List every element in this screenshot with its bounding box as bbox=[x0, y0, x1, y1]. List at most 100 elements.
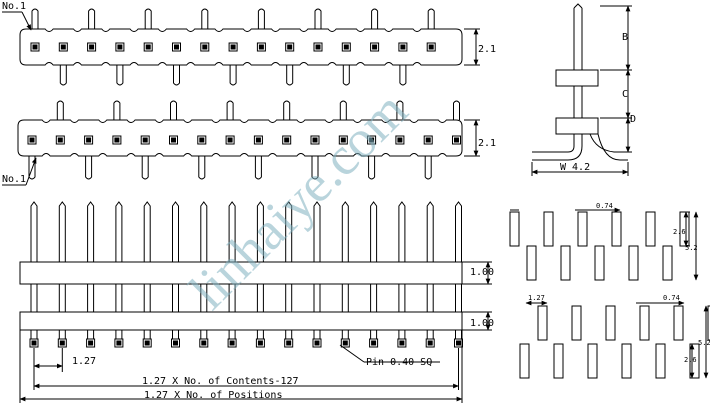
contents-formula: 1.27 X No. of Contents-127 bbox=[142, 376, 299, 387]
pin-outline bbox=[55, 135, 65, 145]
front-pin-mid bbox=[30, 284, 38, 312]
pin-outline bbox=[282, 135, 292, 145]
insulator-lower bbox=[19, 311, 463, 331]
front-pin-mid bbox=[426, 284, 434, 312]
front-pin-square bbox=[425, 338, 435, 348]
pin-core bbox=[287, 44, 293, 50]
front-pin-core bbox=[257, 340, 263, 346]
front-pin-mid bbox=[313, 284, 321, 312]
pin-core bbox=[60, 44, 66, 50]
pin-stub bbox=[399, 65, 407, 86]
pad bbox=[639, 305, 650, 341]
front-pin-mid bbox=[115, 284, 123, 312]
front-pin-core bbox=[201, 340, 207, 346]
pin-core bbox=[397, 137, 403, 143]
pin-core bbox=[454, 137, 459, 143]
front-pin-top bbox=[228, 201, 236, 262]
pin-outline bbox=[58, 42, 68, 52]
pin-core bbox=[369, 137, 375, 143]
front-pin-top bbox=[313, 201, 321, 262]
pin-stub bbox=[311, 156, 319, 180]
pad bbox=[662, 245, 673, 281]
pin-spec-label: Pin 0.40 SQ bbox=[366, 357, 432, 368]
pin-stub bbox=[286, 65, 294, 86]
front-pin-mid bbox=[172, 284, 179, 312]
pin-outline bbox=[341, 42, 351, 52]
pad bbox=[605, 305, 616, 341]
insulator-upper bbox=[19, 261, 463, 285]
pin-core bbox=[400, 44, 406, 50]
front-pin-core bbox=[59, 340, 65, 346]
pad-2-6-bottom: 2.6 bbox=[684, 356, 697, 364]
pad bbox=[673, 305, 684, 341]
pin-stub bbox=[453, 100, 460, 120]
front-pin-top bbox=[172, 201, 179, 262]
pin-core bbox=[142, 137, 148, 143]
pin-core bbox=[230, 44, 236, 50]
pin-core bbox=[255, 137, 261, 143]
pad bbox=[645, 211, 656, 247]
pin-stub bbox=[173, 65, 180, 86]
front-pin-mid bbox=[200, 284, 208, 312]
pin-core bbox=[32, 44, 38, 50]
pin-stub bbox=[198, 156, 206, 180]
pin-core bbox=[145, 44, 151, 50]
pin-outline bbox=[370, 42, 380, 52]
pin-core bbox=[428, 44, 434, 50]
pad bbox=[577, 211, 588, 247]
pad bbox=[587, 343, 598, 379]
pin-core bbox=[199, 137, 205, 143]
front-pin-top bbox=[370, 201, 378, 262]
pin-stub bbox=[116, 65, 124, 86]
front-pin-core bbox=[371, 340, 377, 346]
pin-stub bbox=[254, 156, 262, 180]
pcb-pad-layout-dual bbox=[519, 300, 710, 379]
pin-outline bbox=[310, 135, 320, 145]
front-pin-top bbox=[455, 201, 462, 262]
pin-outline bbox=[140, 135, 150, 145]
pin-outline bbox=[256, 42, 266, 52]
pcb-pad-layout-single bbox=[509, 207, 699, 281]
dim-1-00-top: 1.00 bbox=[470, 267, 494, 278]
pin-outline bbox=[395, 135, 405, 145]
front-pin-top bbox=[87, 201, 95, 262]
front-pin-square bbox=[284, 338, 294, 348]
front-pin-core bbox=[427, 340, 433, 346]
second-row-header bbox=[2, 100, 480, 186]
pad bbox=[537, 305, 548, 341]
front-pin-core bbox=[116, 340, 122, 346]
pitch-label: 1.27 bbox=[72, 356, 96, 367]
pad bbox=[611, 211, 622, 247]
front-pin-mid bbox=[256, 284, 264, 312]
pin-stub bbox=[427, 8, 435, 29]
pad bbox=[509, 211, 520, 247]
front-pin-square bbox=[340, 338, 350, 348]
front-pin-core bbox=[314, 340, 320, 346]
front-pin-mid bbox=[398, 284, 406, 312]
header-body-outline bbox=[19, 28, 463, 66]
front-pin-core bbox=[399, 340, 405, 346]
front-pin-square bbox=[255, 338, 265, 348]
front-pin-square bbox=[29, 338, 39, 348]
pad-0-74-bottom: 0.74 bbox=[663, 294, 680, 302]
front-pin-mid bbox=[87, 284, 95, 312]
positions-formula: 1.27 X No. of Positions bbox=[144, 390, 282, 401]
front-pin-top bbox=[341, 201, 349, 262]
front-pin-square bbox=[312, 338, 322, 348]
front-pin-square bbox=[86, 338, 96, 348]
pad bbox=[655, 343, 666, 379]
front-pin-square bbox=[227, 338, 237, 348]
front-pin-mid bbox=[455, 284, 462, 312]
pad-5-2-bottom: 5.2 bbox=[698, 339, 710, 347]
pin-core bbox=[425, 137, 431, 143]
front-pin-top bbox=[58, 201, 66, 262]
pin-outline bbox=[452, 135, 461, 145]
pin-stub bbox=[226, 100, 234, 120]
front-pin-top bbox=[256, 201, 264, 262]
pin-outline bbox=[338, 135, 348, 145]
pin-core bbox=[89, 44, 95, 50]
pin-core bbox=[258, 44, 264, 50]
pad bbox=[662, 245, 673, 281]
pin-stub bbox=[201, 8, 209, 29]
